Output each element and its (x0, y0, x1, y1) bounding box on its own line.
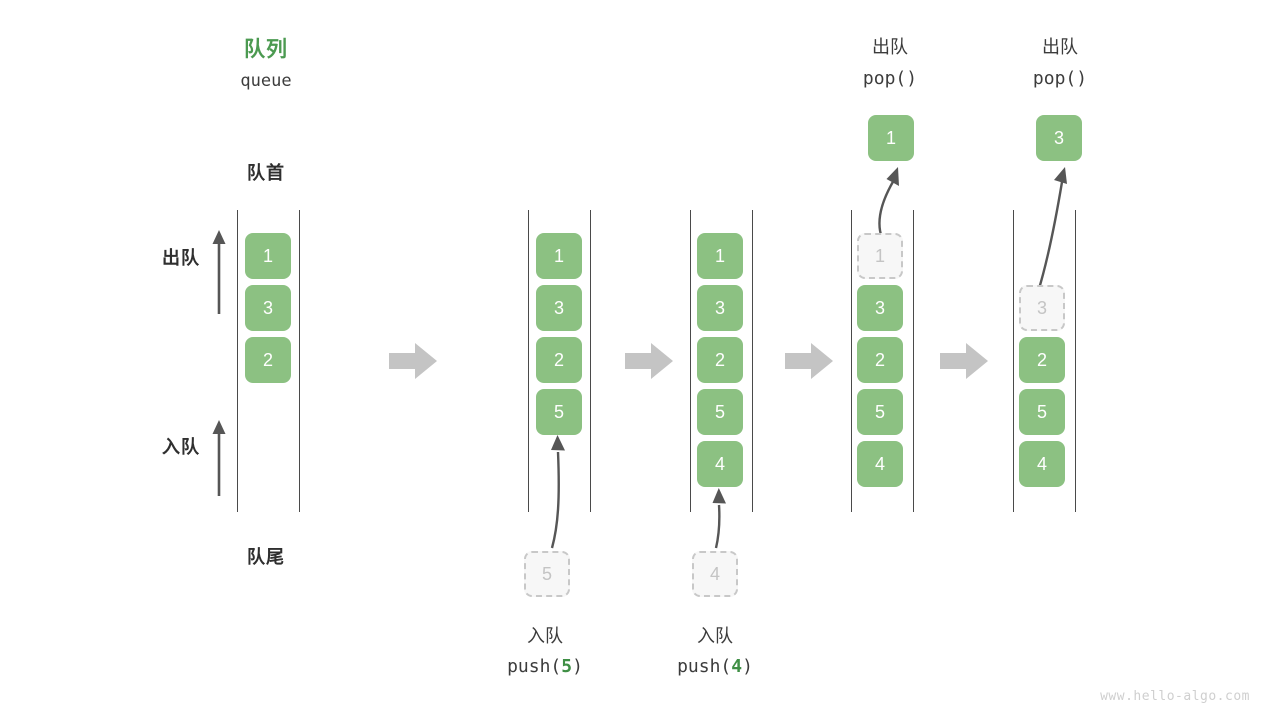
incoming-element-ghost: 4 (692, 551, 738, 597)
queue-rail-right-stage-2 (590, 210, 591, 512)
queue-element: 3 (536, 285, 582, 331)
queue-rail-right-stage-3 (752, 210, 753, 512)
transition-arrow-icon (389, 343, 437, 379)
site-watermark: www.hello-algo.com (1100, 689, 1250, 704)
transition-arrow-icon (940, 343, 988, 379)
popped-element: 3 (1036, 115, 1082, 161)
enqueue-direction-arrow-icon (212, 420, 226, 496)
queue-element: 2 (1019, 337, 1065, 383)
queue-element: 4 (857, 441, 903, 487)
queue-element: 2 (536, 337, 582, 383)
queue-element: 2 (245, 337, 291, 383)
queue-rail-left-stage-5 (1013, 210, 1014, 512)
queue-element: 3 (857, 285, 903, 331)
queue-rail-left-stage-4 (851, 210, 852, 512)
transition-arrow-icon (625, 343, 673, 379)
queue-element: 4 (697, 441, 743, 487)
queue-element: 3 (697, 285, 743, 331)
popped-element: 1 (868, 115, 914, 161)
queue-element: 4 (1019, 441, 1065, 487)
queue-rail-right-stage-4 (913, 210, 914, 512)
queue-element: 1 (697, 233, 743, 279)
queue-rail-right-stage-1 (299, 210, 300, 512)
stage-header-cn: 出队 (1042, 37, 1078, 57)
stage-caption-code: push(4) (645, 656, 785, 677)
queue-element: 5 (857, 389, 903, 435)
queue-element: 5 (697, 389, 743, 435)
stage-caption-cn: 入队 (527, 626, 563, 646)
enqueue-direction-label: 入队 (162, 437, 200, 457)
front-of-queue-label: 队首 (247, 163, 285, 183)
queue-element: 1 (245, 233, 291, 279)
stage-caption-cn: 入队 (697, 626, 733, 646)
incoming-element-ghost: 5 (524, 551, 570, 597)
queue-rail-left-stage-3 (690, 210, 691, 512)
rear-of-queue-label: 队尾 (247, 547, 285, 567)
queue-element: 5 (1019, 389, 1065, 435)
stage-header-code: pop() (1032, 68, 1088, 89)
queue-element: 2 (697, 337, 743, 383)
queue-element: 3 (245, 285, 291, 331)
queue-element: 1 (536, 233, 582, 279)
enqueue-curved-arrow-icon (712, 488, 726, 549)
queue-rail-left-stage-1 (237, 210, 238, 512)
caption-code-suffix: ) (742, 656, 753, 677)
caption-code-arg: 4 (731, 656, 743, 677)
dequeue-direction-label: 出队 (162, 248, 200, 268)
queue-rail-right-stage-5 (1075, 210, 1076, 512)
transition-arrow-icon (785, 343, 833, 379)
enqueue-curved-arrow-icon (550, 435, 565, 549)
dequeue-direction-arrow-icon (212, 230, 226, 314)
dequeued-element-ghost: 3 (1019, 285, 1065, 331)
dequeue-curved-arrow-icon (1036, 167, 1067, 293)
caption-code-prefix: push( (677, 656, 732, 677)
queue-element: 2 (857, 337, 903, 383)
diagram-title-en: queue (240, 71, 292, 91)
caption-code-prefix: push( (507, 656, 562, 677)
caption-code-arg: 5 (561, 656, 573, 677)
stage-header-code: pop() (862, 68, 918, 89)
stage-header-cn: 出队 (872, 37, 908, 57)
diagram-title-cn: 队列 (244, 38, 288, 61)
queue-rail-left-stage-2 (528, 210, 529, 512)
caption-code-suffix: ) (572, 656, 583, 677)
dequeued-element-ghost: 1 (857, 233, 903, 279)
stage-caption-code: push(5) (475, 656, 615, 677)
queue-element: 5 (536, 389, 582, 435)
